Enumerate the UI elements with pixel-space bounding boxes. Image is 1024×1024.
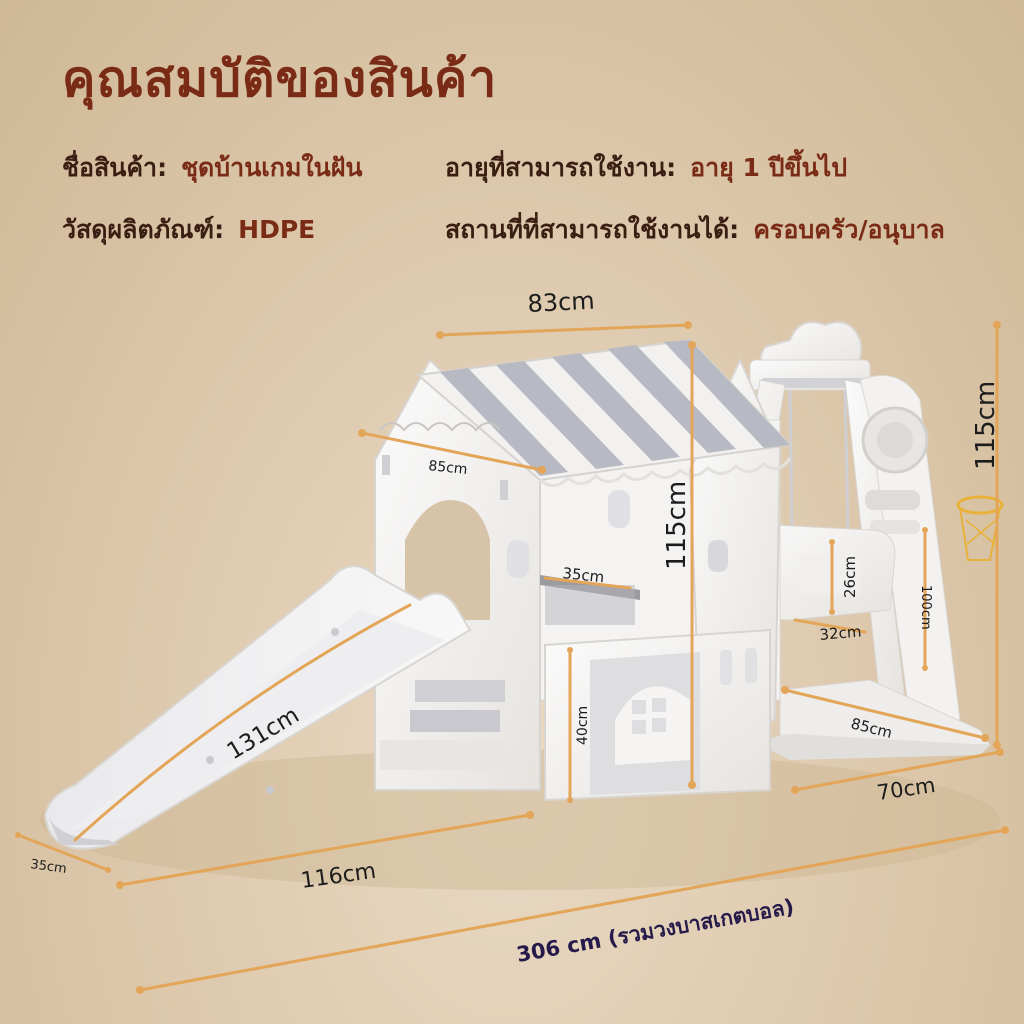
measure-endpoints <box>15 321 1009 994</box>
dim-fence-height: 40cm <box>575 706 591 745</box>
spec-place: สถานที่ที่สามารถใช้งานได้: ครอบครัว/อนุบา… <box>445 210 945 250</box>
spec-value: ครอบครัว/อนุบาล <box>753 215 945 244</box>
dim-slide-width: 35cm <box>29 857 67 877</box>
basketball-hoop <box>956 495 1004 561</box>
page-title: คุณสมบัติของสินค้า <box>62 50 498 108</box>
dim-total-length: 306 cm (รวมวงบาสเกตบอล) <box>515 894 796 966</box>
measure-lines <box>16 323 1007 992</box>
spec-label: วัสดุผลิตภัณฑ์: <box>62 215 225 244</box>
spec-value: HDPE <box>238 215 316 244</box>
spec-value: ชุดบ้านเกมในฝัน <box>181 153 363 182</box>
dim-roof-width: 83cm <box>527 287 595 318</box>
spec-age: อายุที่สามารถใช้งาน: อายุ 1 ปีขึ้นไป <box>445 148 847 188</box>
spec-product-name: ชื่อสินค้า: ชุดบ้านเกมในฝัน <box>62 148 363 188</box>
dim-seat-height: 26cm <box>841 556 859 598</box>
spec-label: ชื่อสินค้า: <box>62 153 168 182</box>
spec-value: อายุ 1 ปีขึ้นไป <box>690 153 848 182</box>
dim-seat-width: 32cm <box>819 622 862 644</box>
dim-table: 35cm <box>562 564 606 586</box>
dim-swing-height: 115cm <box>971 381 1001 470</box>
spec-material: วัสดุผลิตภัณฑ์: HDPE <box>62 210 315 250</box>
spec-label: สถานที่ที่สามารถใช้งานได้: <box>445 215 740 244</box>
slide <box>43 565 472 850</box>
dim-hoop-height: 100cm <box>918 585 933 630</box>
dim-house-height: 115cm <box>662 481 692 570</box>
play-house <box>374 338 793 802</box>
spec-label: อายุที่สามารถใช้งาน: <box>445 153 677 182</box>
dim-roof-depth: 85cm <box>428 458 469 478</box>
